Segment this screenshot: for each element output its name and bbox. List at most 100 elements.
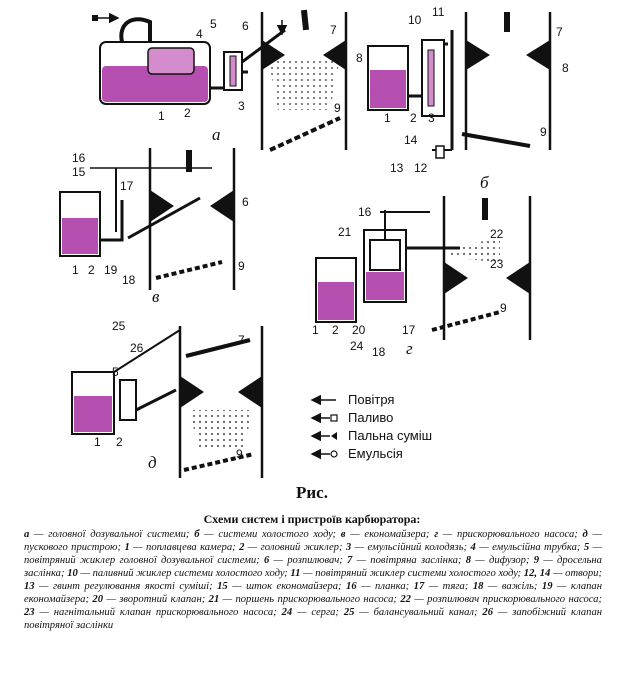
panel-letter-d: д [148, 453, 157, 472]
caption-key: 5 [583, 542, 590, 553]
legend-item: Емульсія [310, 446, 403, 461]
panel-letter-b: б [480, 173, 489, 192]
throttle-valve [269, 116, 341, 152]
part-label: 24 [350, 339, 364, 353]
caption-key: д [582, 529, 588, 540]
caption-key: 19 [541, 581, 553, 592]
caption-key: б [194, 529, 200, 540]
caption-text: — розпилювач; [269, 555, 348, 566]
part-label: 9 [334, 101, 341, 115]
part-label: 5 [112, 365, 119, 379]
caption-key: 21 [208, 594, 220, 605]
legend-item: Пальна суміш [310, 428, 432, 443]
caption-text: — шток економайзера; [227, 581, 347, 592]
panel-d [71, 326, 264, 478]
arrow-square-icon [330, 414, 338, 422]
caption-text: — нагнітальний клапан прискорювального н… [34, 607, 282, 618]
caption-text: — повітряна заслінка; [352, 555, 466, 566]
part-label: 20 [352, 323, 366, 337]
caption-key: 8 [465, 555, 472, 566]
caption-text: — отвори; [550, 568, 603, 579]
part-label: 1 [312, 323, 319, 337]
carburetor-diagram: а б в г д 1 2 3 4 5 6 7 8 9 1 2 3 10 11 … [59, 5, 569, 478]
legend-label: Повітря [348, 392, 394, 407]
caption-key: 13 [24, 581, 35, 592]
caption-text: — головної дозувальної системи; [29, 529, 195, 540]
caption-text: — головний жиклер; [244, 542, 346, 553]
part-label: 1 [72, 263, 79, 277]
caption-key: 11 [290, 568, 301, 579]
panel-a [92, 9, 348, 152]
part-label: 1 [158, 109, 165, 123]
part-label: 9 [238, 259, 245, 273]
part-label: 12 [414, 161, 428, 175]
part-label: 4 [196, 27, 203, 41]
part-label: 1 [94, 435, 101, 449]
part-label: 19 [104, 263, 118, 277]
legend-label: Пальна суміш [348, 428, 432, 443]
figure-title: Рис. [296, 483, 328, 502]
legend-item: Паливо [310, 410, 393, 425]
caption-text: — системи холостого ходу; [199, 529, 341, 540]
caption-text: — поршень прискорювального насоса; [219, 594, 401, 605]
caption-key: г [434, 529, 439, 540]
caption-key: 18 [472, 581, 484, 592]
caption-text: — повітряний жиклер головної дозувальної… [24, 542, 602, 566]
caption-text: — клапан економайзера; [24, 581, 602, 605]
caption-key: 1 [124, 542, 130, 553]
caption-key: 12, 14 [523, 568, 551, 579]
caption-text: — розпилювач прискорювального насоса; [410, 594, 602, 605]
legend-item: Повітря [310, 392, 394, 407]
caption-text: — емульсійна трубка; [475, 542, 584, 553]
caption-text: — повітряний жиклер системи холостого хо… [300, 568, 524, 579]
caption-text: — гвинт регулювання якості суміші; [34, 581, 218, 592]
caption-key: 7 [347, 555, 353, 566]
caption-text: — поплавцева камера; [129, 542, 240, 553]
panel-b [367, 12, 552, 159]
part-label: 9 [540, 125, 547, 139]
caption-key: 22 [400, 594, 411, 605]
part-label: 5 [210, 17, 217, 31]
caption-text: — дросельна заслінка; [24, 555, 602, 579]
caption-key: 17 [413, 581, 425, 592]
caption-text: — зворотний клапан; [103, 594, 209, 605]
part-label: 6 [242, 195, 249, 209]
legend-label: Паливо [348, 410, 393, 425]
part-label: 3 [428, 111, 435, 125]
fuel-level [102, 66, 208, 102]
part-label: 9 [236, 447, 243, 461]
part-label: 17 [120, 179, 134, 193]
caption-key: 20 [92, 594, 104, 605]
part-label: 3 [238, 99, 245, 113]
panel-g [315, 196, 532, 340]
caption-text: — прискорювального насоса; [438, 529, 583, 540]
part-label: 18 [372, 345, 386, 359]
caption-key: а [24, 529, 30, 540]
part-label: 2 [410, 111, 417, 125]
part-label: 25 [112, 319, 126, 333]
caption-key: 24 [281, 607, 293, 618]
panel-letter-v: в [152, 287, 160, 306]
part-label: 9 [500, 301, 507, 315]
panel-letter-g: г [406, 339, 413, 358]
panel-v [59, 148, 236, 290]
part-label: 16 [72, 151, 86, 165]
caption-key: 23 [24, 607, 35, 618]
panel-letter-a: а [212, 125, 221, 144]
part-label: 18 [122, 273, 136, 287]
part-label: 2 [184, 106, 191, 120]
part-label: 11 [432, 5, 445, 19]
part-label: 2 [332, 323, 339, 337]
float [147, 47, 195, 75]
caption-title: Схеми систем і пристроїв карбюратора: [203, 512, 421, 526]
part-label: 2 [116, 435, 123, 449]
caption-text: — емульсійний колодязь; [351, 542, 471, 553]
part-label: 7 [330, 23, 337, 37]
legend: Повітря Паливо Пальна суміш Емульсія [310, 392, 432, 461]
part-label: 17 [402, 323, 416, 337]
part-label: 14 [404, 133, 418, 147]
part-label: 23 [490, 257, 504, 271]
caption: а — головної дозувальної системи; б — си… [24, 528, 602, 632]
caption-text: — дифузор; [471, 555, 534, 566]
caption-text: — паливний жиклер системи холостого ходу… [77, 568, 291, 579]
